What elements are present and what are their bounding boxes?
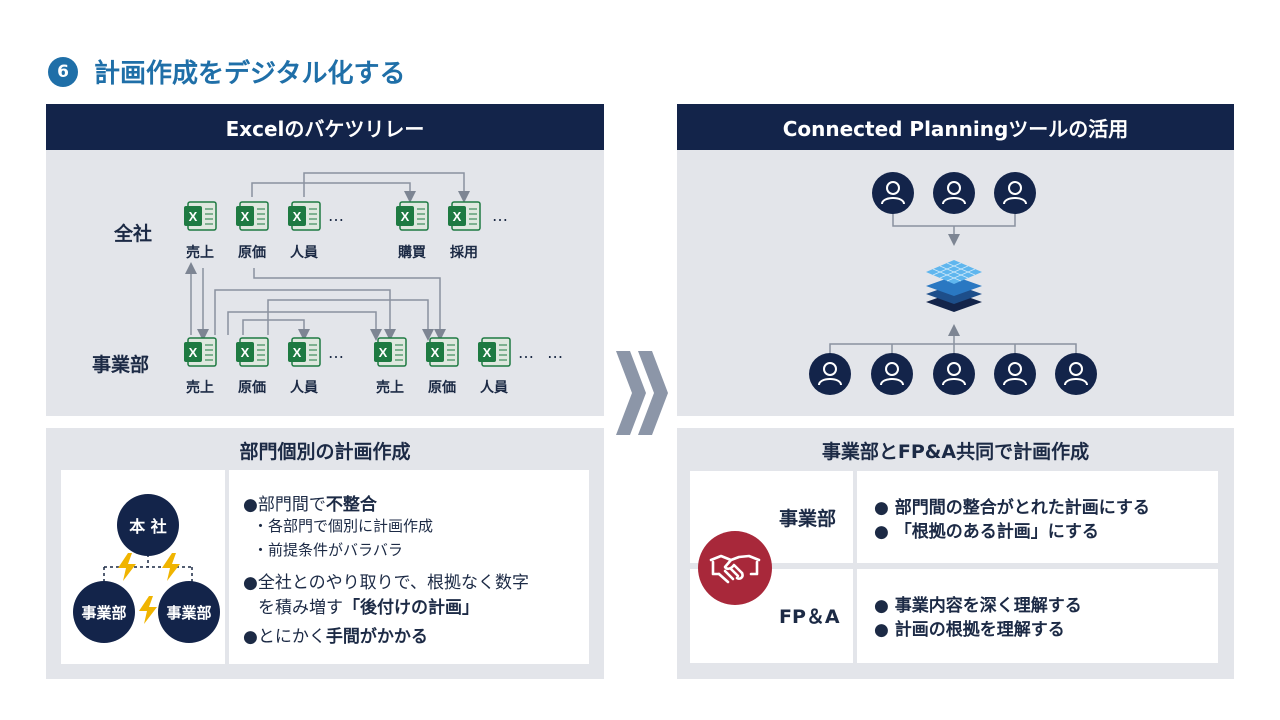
file-label: 売上 (376, 380, 404, 396)
excel-file-icon: X (236, 201, 269, 231)
user-icon (933, 353, 975, 395)
fpa-label: FP＆A (779, 606, 840, 628)
lightning-icon (139, 596, 157, 624)
handshake-icon (698, 531, 772, 605)
page-title: 計画作成をデジタル化する (94, 59, 406, 89)
row-label-company: 全社 (114, 223, 153, 245)
bullet-inconsistency: ●部門間で不整合 (243, 495, 377, 515)
row-label-division: 事業部 (92, 354, 150, 376)
excel-file-icon: X (184, 201, 217, 231)
excel-file-icon: X (184, 337, 217, 367)
bullet-effort: ●とにかく手間がかかる (243, 627, 428, 647)
fpa-bullets-box (857, 569, 1218, 663)
division-bullets-box (857, 471, 1218, 563)
left-panel-header: Excelのバケツリレー (46, 104, 604, 150)
fpa-bullet: ● 事業内容を深く理解する (874, 596, 1082, 616)
svg-text:X: X (379, 345, 388, 360)
svg-text:X: X (401, 209, 410, 224)
user-icon (1055, 353, 1097, 395)
svg-text:X: X (453, 209, 462, 224)
excel-file-icon: X (478, 337, 511, 367)
excel-file-icon: X (288, 337, 321, 367)
file-label: 売上 (186, 380, 214, 396)
file-label: 人員 (480, 380, 508, 396)
svg-text:X: X (241, 345, 250, 360)
file-label: 原価 (238, 245, 266, 261)
sub-bullet: ・各部門で個別に計画作成 (253, 517, 434, 535)
division-label: 事業部 (779, 508, 837, 530)
file-label: 購買 (398, 245, 426, 261)
division-circle: 事業部 (158, 581, 220, 643)
sub-bullet: ・前提条件がバラバラ (253, 541, 403, 559)
user-icon (994, 353, 1036, 395)
file-label: 人員 (290, 245, 318, 261)
lightning-icon (162, 553, 180, 581)
division-bullet: ● 部門間の整合がとれた計画にする (874, 498, 1150, 518)
excel-file-icon: X (236, 337, 269, 367)
division-bullet: ● 「根拠のある計画」にする (874, 522, 1099, 542)
fpa-bullet: ● 計画の根拠を理解する (874, 620, 1065, 640)
user-icon (809, 353, 851, 395)
excel-file-icon: X (288, 201, 321, 231)
file-label: 売上 (186, 245, 214, 261)
svg-text:X: X (189, 345, 198, 360)
svg-text:X: X (293, 345, 302, 360)
left-bottom-header: 部門個別の計画作成 (239, 441, 411, 463)
file-label: 原価 (238, 380, 266, 396)
division-circle: 事業部 (73, 581, 135, 643)
user-icon (933, 172, 975, 214)
file-label: 人員 (290, 380, 318, 396)
lightning-icon (118, 553, 136, 581)
svg-text:X: X (431, 345, 440, 360)
excel-file-icon: X (374, 337, 407, 367)
data-platform-icon (926, 260, 982, 312)
right-bottom-header: 事業部とFP&A共同で計画作成 (821, 441, 1090, 463)
hq-circle: 本 社 (117, 494, 179, 556)
user-icon (994, 172, 1036, 214)
bullet-backfill-line2: を積み増す「後付けの計画」 (258, 598, 479, 618)
svg-text:X: X (483, 345, 492, 360)
file-label: 原価 (428, 380, 456, 396)
right-panel-header: Connected Planningツールの活用 (677, 104, 1234, 150)
chevron-right-icon (616, 351, 668, 435)
file-label: 採用 (450, 245, 478, 261)
bullet-backfill: ●全社とのやり取りで、根拠なく数字 (243, 573, 529, 593)
svg-text:X: X (241, 209, 250, 224)
ellipsis: … (328, 343, 345, 362)
user-icon (872, 172, 914, 214)
ellipsis: … (492, 206, 509, 225)
ellipsis: … … (518, 343, 565, 362)
ellipsis: … (328, 206, 345, 225)
title-number-badge: 6 (48, 57, 78, 87)
left-bottom-text-box (229, 470, 589, 664)
excel-file-icon: X (396, 201, 429, 231)
left-panel-body (46, 150, 604, 416)
svg-text:X: X (189, 209, 198, 224)
svg-text:X: X (293, 209, 302, 224)
excel-file-icon: X (426, 337, 459, 367)
excel-file-icon: X (448, 201, 481, 231)
user-icon (871, 353, 913, 395)
